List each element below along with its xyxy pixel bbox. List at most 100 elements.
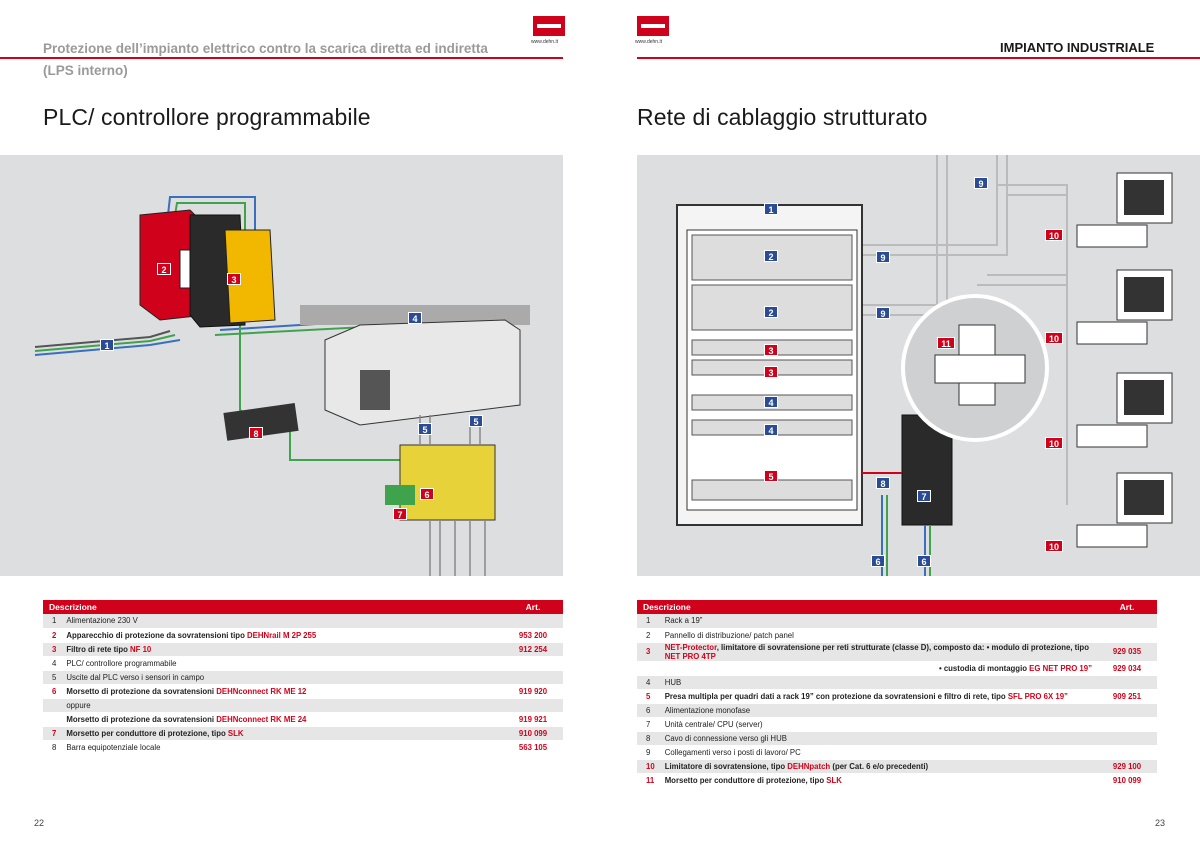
header-divider-left (0, 57, 563, 59)
tag-8: 8 (876, 477, 890, 489)
table-row: 5 Uscite dal PLC verso i sensori in campo (43, 670, 563, 685)
description-text: , limitatore di sovratensione per reti s… (716, 642, 1089, 652)
row-number: 6 (637, 703, 660, 718)
header-divider-right (637, 57, 1200, 59)
row-description: Barra equipotenziale locale (61, 740, 503, 755)
plc-diagram-drawing (34, 196, 530, 576)
row-description: • custodia di montaggio EG NET PRO 19” (659, 661, 1097, 676)
row-number: 8 (43, 740, 62, 755)
product-name: DEHNrail M 2P 255 (247, 630, 317, 640)
product-name: DEHNpatch (787, 761, 831, 771)
tag-6b: 6 (917, 555, 931, 567)
network-diagram-drawing (676, 155, 1173, 576)
tag-3b: 3 (764, 366, 778, 378)
article-number: 919 921 (503, 712, 563, 727)
article-number: 953 200 (503, 628, 563, 643)
row-number: 8 (637, 731, 660, 746)
tag-10d: 10 (1045, 540, 1063, 552)
row-number: 10 (637, 759, 660, 774)
article-number: 929 035 (1097, 642, 1157, 662)
article-number: 910 099 (1097, 773, 1157, 788)
tag-6: 6 (420, 488, 434, 500)
article-number: 919 920 (503, 684, 563, 699)
description-text: PLC/ controllore programmabile (66, 658, 177, 668)
product-name: SLK (826, 775, 842, 785)
row-description: PLC/ controllore programmabile (61, 656, 503, 671)
tag-7: 7 (917, 490, 931, 502)
tag-5: 5 (764, 470, 778, 482)
description-text: Filtro di rete tipo (66, 644, 131, 654)
article-number: 563 105 (503, 740, 563, 755)
left-page-title: PLC/ controllore programmabile (43, 104, 371, 130)
row-number: 4 (637, 675, 660, 690)
row-number: 6 (43, 684, 62, 699)
tag-4b: 4 (764, 424, 778, 436)
article-number (1097, 675, 1157, 690)
row-number: 2 (637, 628, 660, 643)
row-description: Alimentazione monofase (659, 703, 1097, 718)
row-number: 5 (43, 670, 62, 685)
tag-10a: 10 (1045, 229, 1063, 241)
tag-5a: 5 (418, 423, 432, 435)
row-number (43, 712, 62, 727)
col-header-art: Art. (503, 600, 563, 614)
table-row: Morsetto di protezione da sovratensioni … (43, 712, 563, 727)
row-description: Limitatore di sovratensione, tipo DEHNpa… (659, 759, 1097, 774)
col-header-art: Art. (1097, 600, 1157, 614)
article-number: 929 034 (1097, 661, 1157, 676)
description-text: Presa multipla per quadri dati a rack 19… (664, 691, 1008, 701)
tag-10b: 10 (1045, 332, 1063, 344)
description-text: Morsetto di protezione da sovratensioni (66, 714, 217, 724)
description-text: Morsetto per conduttore di protezione, t… (664, 775, 827, 785)
header-title-line2: (LPS interno) (43, 63, 128, 78)
description-text: Unità centrale/ CPU (server) (664, 719, 763, 729)
tag-6a: 6 (871, 555, 885, 567)
article-number (503, 656, 563, 671)
row-number (43, 698, 62, 713)
plc-diagram: 1 2 3 4 5 5 6 7 8 (0, 155, 563, 576)
description-text: Barra equipotenziale locale (66, 742, 161, 752)
product-name: SLK (227, 728, 244, 738)
row-description: Collegamenti verso i posti di lavoro/ PC (659, 745, 1097, 760)
description-text: Morsetto per conduttore di protezione, t… (66, 728, 228, 738)
article-number (1097, 731, 1157, 746)
row-number: 3 (43, 642, 62, 657)
dehn-logo-left: www.dehn.it (531, 16, 565, 46)
table-row: 7 Unità centrale/ CPU (server) (637, 717, 1157, 732)
tag-2b: 2 (764, 306, 778, 318)
row-description: Rack a 19” (659, 614, 1097, 629)
row-description: oppure (61, 698, 503, 713)
row-description: HUB (659, 675, 1097, 690)
tag-5b: 5 (469, 415, 483, 427)
page-number-left: 22 (34, 818, 45, 828)
row-number (637, 661, 660, 676)
description-text: • custodia di montaggio (938, 663, 1030, 673)
tag-4: 4 (408, 312, 422, 324)
tag-2: 2 (157, 263, 171, 275)
product-name: DEHNconnect RK ME 24 (216, 714, 307, 724)
row-number: 7 (637, 717, 660, 732)
article-number (1097, 614, 1157, 629)
table-row: • custodia di montaggio EG NET PRO 19”92… (637, 661, 1157, 676)
article-number (1097, 703, 1157, 718)
description-text: Cavo di connessione verso gli HUB (664, 733, 787, 743)
row-number: 1 (637, 614, 660, 629)
product-name: DEHNconnect RK ME 12 (216, 686, 307, 696)
description-text: Uscite dal PLC verso i sensori in campo (66, 672, 205, 682)
tag-2a: 2 (764, 250, 778, 262)
